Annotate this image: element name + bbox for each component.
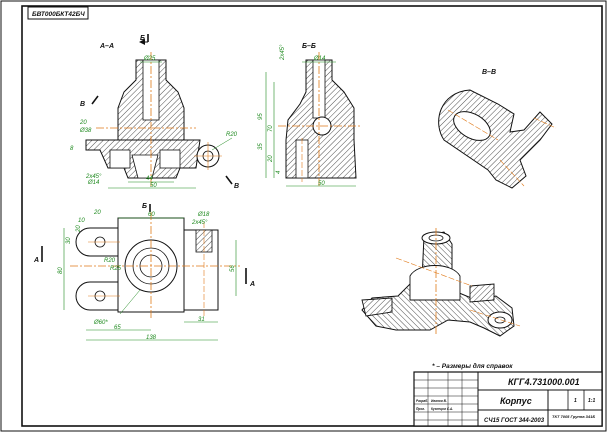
title-block: Разраб. Иванов В. Пров. Кузнецов С.А. КГ… <box>413 371 603 427</box>
tb-role-2: Пров. <box>416 407 425 411</box>
dim-d26: 56 <box>230 265 236 272</box>
inner-frame <box>21 5 603 427</box>
tb-sheet-mark: 1 <box>574 398 577 404</box>
dim-d10: 2x45° <box>280 44 286 61</box>
isometric-view <box>361 228 521 337</box>
dim-d7: 2x45° <box>85 174 102 180</box>
dim-d4: 8 <box>70 146 74 152</box>
dim-d19: 10 <box>78 218 85 224</box>
tb-designation: КГГ4.731000.001 <box>508 377 580 387</box>
dim-d23b: R25 <box>110 266 122 272</box>
plan-view: Б А А 60 20 10 30 20 Ø18 2x45° R20 R <box>33 203 255 341</box>
dim-d12: 70 <box>268 125 274 132</box>
dim-d27: Ø60* <box>93 320 108 326</box>
dim-d23: 2x45° <box>191 220 208 226</box>
dim-d14: 20 <box>268 155 274 163</box>
rotated-stamp-box <box>27 6 89 20</box>
dim-d30: 138 <box>146 335 157 341</box>
dim-d28: 65 <box>114 325 121 331</box>
section-bb-view: Б–Б Ø14 2x45° 95 70 35 20 4 50 <box>258 43 362 187</box>
dim-d15: 4 <box>276 170 282 174</box>
tb-role-1: Разраб. <box>416 399 428 403</box>
rotated-stamp: БВТ000БКТ42БЧ <box>32 11 85 18</box>
dim-d8: R20 <box>226 132 238 138</box>
dim-d11: 95 <box>258 113 264 120</box>
tb-scale: 1:1 <box>588 398 595 404</box>
tb-person-2: Кузнецов С.А. <box>431 407 453 411</box>
cut-mark-b-top: Б <box>140 35 145 42</box>
dim-d24: R20 <box>104 258 116 264</box>
tb-org: ТКТ 7005 Группа 341Б <box>552 414 595 419</box>
dim-d13: 35 <box>258 143 264 150</box>
dim-d9: Ø14 <box>87 180 100 186</box>
dim-d3: 20 <box>79 120 87 126</box>
section-bb-label: Б–Б <box>302 43 316 50</box>
cut-mark-v-right: В <box>234 183 239 190</box>
dim-d22: Ø18 <box>197 212 210 218</box>
cut-mark-a-right: А <box>249 281 255 288</box>
section-aa-label: А–А <box>99 43 114 50</box>
cut-mark-v-left: В <box>80 101 85 108</box>
reference-note: * – Размеры для справок <box>432 362 513 370</box>
dim-d5: 44 <box>146 176 153 182</box>
dim-d29: 31 <box>198 317 205 323</box>
dim-d2: Ø38 <box>79 128 92 134</box>
dim-d18: 20 <box>93 210 101 216</box>
section-vv-label: В–В <box>482 69 496 76</box>
dim-d9b: Ø14 <box>313 56 326 62</box>
cut-mark-b-plan: Б <box>142 203 147 210</box>
dim-d6: 50 <box>150 183 157 189</box>
dim-d25: 80 <box>58 267 64 274</box>
dim-d21: 20 <box>76 225 82 233</box>
section-aa-view: А–А Б Ø25 Ø38 20 8 44 50 2x45° Ø14 R20 <box>70 34 239 190</box>
tb-material: СЧ15 ГОСТ 344-2003 <box>484 418 545 424</box>
dim-d20: 30 <box>66 237 72 244</box>
dim-d16: 50 <box>318 181 325 187</box>
section-vv-view: В–В <box>438 69 557 189</box>
tb-name: Корпус <box>500 396 532 406</box>
dim-d17: 60 <box>148 212 155 218</box>
tb-person-1: Иванов В. <box>431 399 447 403</box>
dim-d1: Ø25 <box>143 56 156 62</box>
cut-mark-a-left: А <box>33 257 39 264</box>
